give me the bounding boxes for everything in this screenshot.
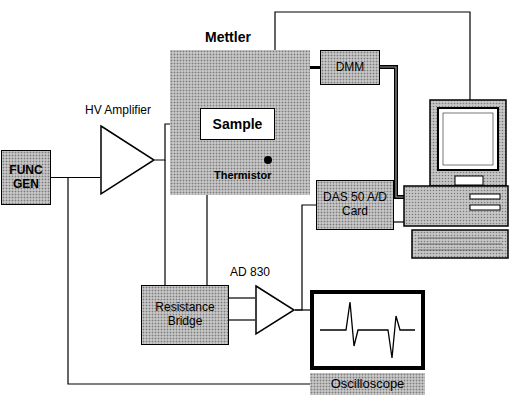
node-label: AD 830 bbox=[230, 265, 270, 279]
computer-illustration bbox=[404, 100, 508, 258]
dmm-box: DMM bbox=[320, 50, 380, 85]
wire-connector bbox=[51, 178, 310, 385]
signal-trace bbox=[320, 302, 415, 358]
ad830-amplifier-triangle: AD 830 bbox=[255, 285, 295, 335]
oscilloscope-screen bbox=[310, 290, 425, 370]
function-generator-box: FUNC GEN bbox=[1, 150, 51, 205]
amplifier-symbol bbox=[255, 285, 295, 335]
ad-card-box: DAS 50 A/D Card bbox=[316, 180, 394, 230]
node-label: FUNC GEN bbox=[2, 164, 50, 192]
sample-box: Sample bbox=[200, 108, 275, 140]
wire-connector bbox=[164, 160, 165, 285]
mettler-oven-region: SampleThermistorMettler bbox=[170, 50, 310, 195]
data-cable bbox=[380, 67, 404, 197]
node-label: Oscilloscope bbox=[310, 373, 425, 395]
node-label: Resistance Bridge bbox=[142, 301, 228, 329]
data-cable-inner bbox=[380, 67, 404, 197]
amplifier-outline bbox=[256, 286, 294, 334]
thermistor-probe: Thermistor bbox=[214, 155, 274, 187]
amplifier-outline bbox=[101, 126, 154, 194]
resistance-bridge-box: Resistance Bridge bbox=[141, 285, 229, 345]
node-label: HV Amplifier bbox=[85, 103, 151, 117]
thermistor-bead bbox=[264, 156, 272, 164]
node-label: DAS 50 A/D Card bbox=[317, 191, 393, 219]
bridge-output-wire bbox=[225, 319, 255, 320]
amplifier-symbol bbox=[100, 125, 155, 195]
node-label: Mettler bbox=[205, 29, 251, 45]
oscilloscope: Oscilloscope bbox=[310, 290, 425, 395]
node-label: Thermistor bbox=[214, 169, 271, 181]
wire-connector bbox=[229, 297, 255, 298]
node-label: Sample bbox=[213, 116, 263, 132]
node-label: DMM bbox=[336, 61, 365, 75]
hv-amplifier-triangle: HV Amplifier bbox=[100, 125, 155, 195]
trace-plot bbox=[314, 294, 421, 366]
